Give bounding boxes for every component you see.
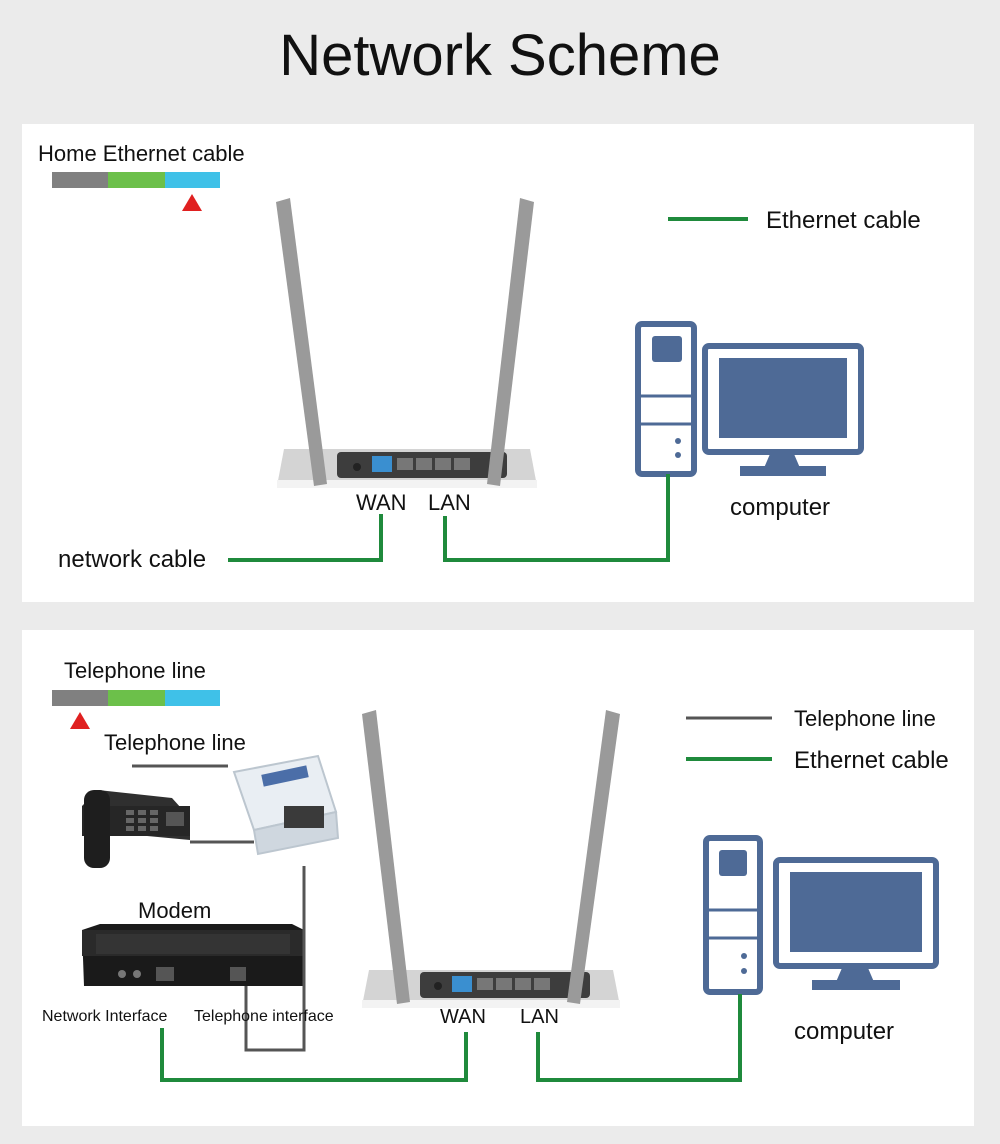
selected-cable-marker (70, 712, 90, 729)
telephone-scheme-panel: Telephone line Telephone line Ethernet c… (22, 630, 974, 1126)
cable-type-label: Home Ethernet cable (38, 141, 245, 166)
telephone-scheme-diagram (52, 690, 939, 1082)
ethernet-scheme-diagram (52, 172, 864, 562)
ethernet-scheme-panel: Home Ethernet cable Ethernet cable WAN L… (22, 124, 974, 602)
computer-icon (635, 321, 864, 477)
network-interface-label: Network Interface (42, 1008, 168, 1025)
lan-port-label: LAN (520, 1006, 559, 1028)
lan-port-label: LAN (428, 490, 471, 515)
modem-label: Modem (138, 898, 212, 923)
lan-ethernet-cable (443, 474, 670, 562)
router-icon (276, 198, 537, 488)
wan-network-cable (228, 514, 383, 562)
wan-port-label: WAN (440, 1006, 486, 1028)
computer-label: computer (730, 494, 831, 521)
splitter-line-label: Telephone line (104, 730, 246, 755)
splitter-icon (232, 754, 340, 856)
telephone-interface-label: Telephone interface (194, 1008, 334, 1025)
legend-telephone-label: Telephone line (794, 706, 936, 731)
modem-icon (82, 924, 304, 986)
splitter-to-modem-line (244, 866, 306, 1052)
cable-type-bar (52, 690, 220, 706)
legend-ethernet-label: Ethernet cable (766, 207, 921, 234)
wan-port-label: WAN (356, 490, 407, 515)
router-icon (362, 710, 620, 1008)
telephone-icon (82, 790, 190, 868)
selected-cable-marker (182, 194, 202, 211)
cable-type-bar (52, 172, 220, 188)
lan-to-computer-cable (536, 994, 742, 1082)
legend-ethernet-label: Ethernet cable (794, 747, 949, 774)
computer-icon (703, 835, 939, 995)
network-cable-label: network cable (58, 546, 207, 573)
cable-type-label: Telephone line (64, 658, 206, 683)
modem-to-wan-cable (160, 1028, 468, 1082)
computer-label: computer (794, 1018, 895, 1045)
page-title: Network Scheme (279, 23, 721, 88)
